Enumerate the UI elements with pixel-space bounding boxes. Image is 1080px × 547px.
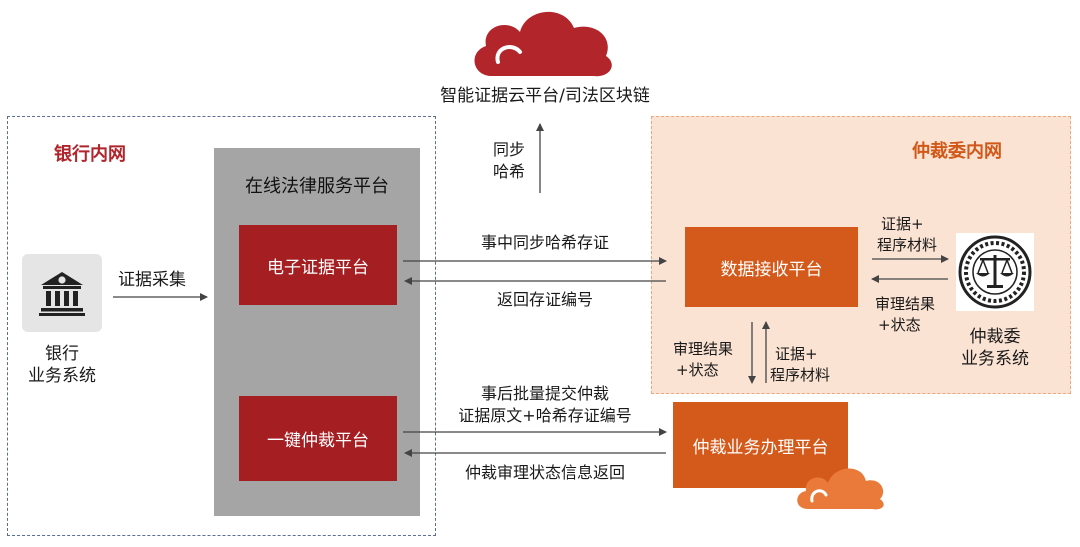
bank-icon — [39, 272, 85, 316]
return-store-number-label: 返回存证编号 — [496, 290, 593, 309]
arbitration-network-title: 仲裁委内网 — [912, 141, 1002, 162]
result-status-label-line2: +状态 — [878, 316, 921, 334]
bank-network-region — [7, 116, 436, 536]
result-status-label-line1: 审理结果 — [875, 295, 936, 313]
bank-network-title: 银行内网 — [54, 144, 126, 165]
up-evidence-label-line1: 证据+ — [775, 345, 818, 363]
status-return-label: 仲裁审理状态信息返回 — [464, 463, 625, 482]
bank-system-icon-box — [22, 254, 102, 332]
commission-system-label-line1: 仲裁委 — [969, 327, 1021, 347]
cloud-orange-icon — [797, 468, 884, 510]
batch-submit-label-line2: 证据原文+哈希存证编号 — [458, 406, 632, 425]
down-result-label-line1: 审理结果 — [673, 340, 734, 358]
data-receive-platform-box: 数据接收平台 — [685, 227, 858, 307]
bank-system-label-line2: 业务系统 — [28, 366, 96, 386]
bank-system-label-line1: 银行 — [45, 344, 79, 364]
evidence-materials-label-line2: 程序材料 — [877, 236, 938, 254]
cloud-platform-title: 智能证据云平台/司法区块链 — [440, 86, 650, 106]
cloud-icon — [474, 11, 612, 77]
sync-hash-store-label: 事中同步哈希存证 — [480, 233, 609, 252]
up-evidence-label-line2: 程序材料 — [770, 366, 831, 384]
sync-hash-label-line2: 哈希 — [493, 162, 526, 181]
online-legal-platform-title: 在线法律服务平台 — [245, 176, 389, 197]
arbitration-business-platform-box: 仲裁业务办理平台 — [673, 402, 848, 488]
evidence-collect-label: 证据采集 — [118, 270, 186, 290]
batch-submit-label-line1: 事后批量提交仲裁 — [480, 384, 609, 403]
one-click-arbitration-box: 一键仲裁平台 — [239, 396, 397, 481]
sync-hash-label-line1: 同步 — [493, 140, 526, 159]
evidence-platform-box: 电子证据平台 — [239, 225, 397, 305]
scales-emblem-icon — [956, 233, 1034, 311]
evidence-materials-label-line1: 证据+ — [881, 215, 924, 233]
commission-system-label-line2: 业务系统 — [961, 349, 1029, 369]
down-result-label-line2: +状态 — [676, 361, 719, 379]
